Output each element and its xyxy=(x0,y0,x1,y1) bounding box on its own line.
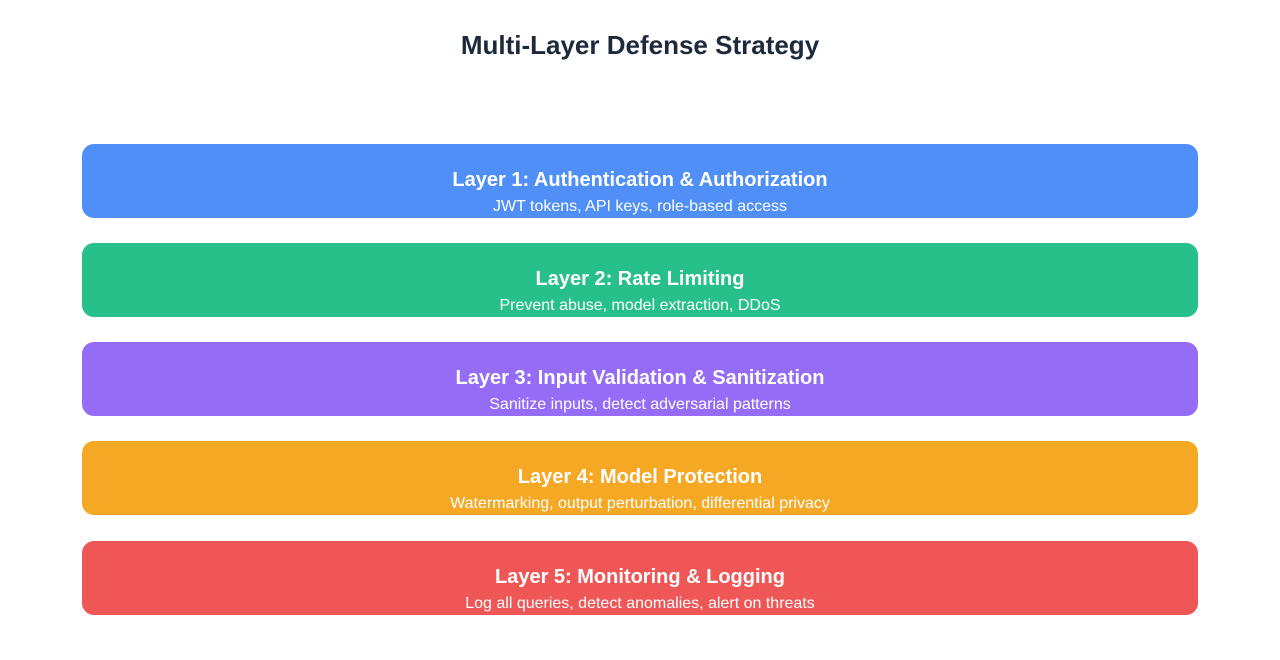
layer-1: Layer 1: Authentication & Authorization … xyxy=(82,144,1198,218)
layer-heading: Layer 5: Monitoring & Logging xyxy=(495,566,785,588)
layer-detail: JWT tokens, API keys, role-based access xyxy=(492,198,788,215)
layer-5: Layer 5: Monitoring & Logging Log all qu… xyxy=(82,541,1198,615)
layer-detail: Sanitize inputs, detect adversarial patt… xyxy=(489,396,791,413)
layer-heading: Layer 2: Rate Limiting xyxy=(535,268,745,290)
layer-detail: Prevent abuse, model extraction, DDoS xyxy=(499,297,781,314)
layer-detail: Watermarking, output perturbation, diffe… xyxy=(450,495,830,512)
layer-3: Layer 3: Input Validation & Sanitization… xyxy=(82,342,1198,416)
diagram-title: Multi-Layer Defense Strategy xyxy=(460,30,820,60)
layer-detail: Log all queries, detect anomalies, alert… xyxy=(465,595,815,612)
layer-2: Layer 2: Rate Limiting Prevent abuse, mo… xyxy=(82,243,1198,317)
layer-4: Layer 4: Model Protection Watermarking, … xyxy=(82,441,1198,515)
layer-heading: Layer 1: Authentication & Authorization xyxy=(452,169,828,191)
layer-heading: Layer 4: Model Protection xyxy=(517,466,763,488)
layer-heading: Layer 3: Input Validation & Sanitization xyxy=(455,367,825,389)
